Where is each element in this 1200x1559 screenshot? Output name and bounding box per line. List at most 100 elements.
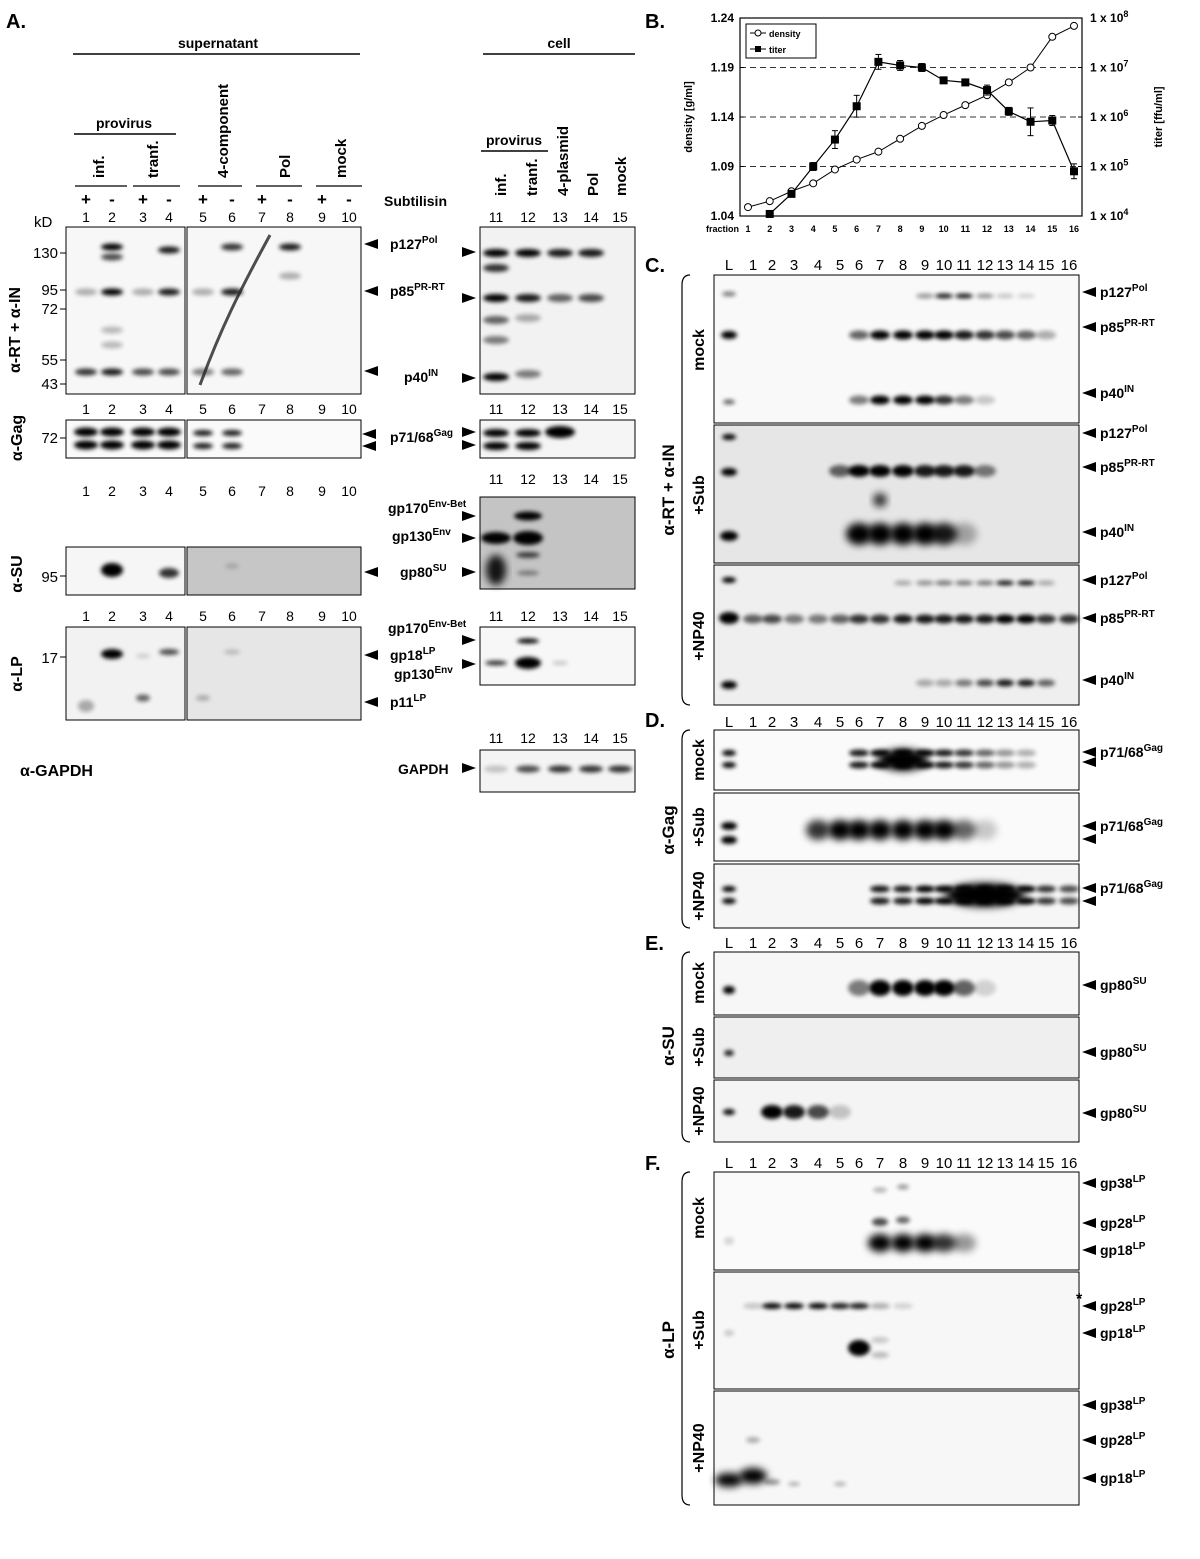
tranf-label-cell: tranf. (524, 159, 541, 197)
bands-lp (78, 638, 568, 712)
tick-x: 16 (1069, 224, 1079, 234)
rt-band (101, 253, 123, 261)
band (849, 749, 869, 757)
lane-number: 6 (228, 401, 236, 417)
band-labels-f: gp38LPgp28LPgp18LPgp28LP*gp18LPgp38LPgp2… (1076, 1174, 1146, 1486)
band-label: p85PR-RT (1100, 458, 1155, 475)
band (1016, 749, 1036, 757)
mw-su: 95 (41, 569, 58, 586)
provirus-label-super: provirus (96, 115, 152, 131)
density-point (1026, 63, 1035, 72)
gag-band (157, 427, 181, 437)
blot-f-sub (713, 1271, 1080, 1390)
band (724, 1330, 734, 1336)
rt-band (101, 243, 123, 251)
band (933, 465, 955, 477)
lane-number: 12 (520, 401, 536, 417)
lane-number: 3 (790, 714, 798, 731)
band (916, 679, 934, 687)
lane-number: 12 (520, 471, 536, 487)
lane-number: 4 (814, 257, 822, 274)
rt-band (75, 288, 97, 296)
density-point (874, 147, 883, 156)
band (996, 580, 1014, 586)
env-band-labels: gp170Env-Bet gp130Env gp80SU (364, 499, 476, 580)
titer-point (1070, 167, 1078, 176)
band (897, 1184, 909, 1190)
lane-number: 6 (228, 608, 236, 624)
density-point (830, 165, 839, 174)
band (916, 293, 934, 299)
lane-number: 16 (1061, 257, 1078, 274)
lane-number: L (725, 714, 733, 731)
titer-point (939, 76, 948, 85)
f-row-mock: mock (691, 1197, 708, 1239)
lane-number: 14 (583, 608, 599, 624)
band-label: gp28LP (1100, 1297, 1146, 1314)
subtilisin-sign: + (257, 190, 267, 209)
blot-gag-cell (479, 419, 636, 459)
subtilisin-label: Subtilisin (384, 193, 447, 209)
e-row-sub: +Sub (691, 1027, 708, 1067)
gapdh-band (608, 765, 632, 773)
density-point (917, 121, 926, 130)
band (743, 1303, 763, 1309)
band-label: gp28LP (1100, 1214, 1146, 1231)
band (722, 898, 736, 904)
lp-band (485, 660, 507, 666)
provirus-label-cell: provirus (486, 132, 542, 148)
lane-number: 15 (612, 608, 628, 624)
band (868, 820, 892, 840)
panel-a-letter: A. (6, 11, 26, 33)
mw-marker: 43 (41, 376, 58, 393)
density-point (1048, 32, 1057, 41)
band (720, 531, 738, 541)
band (891, 820, 915, 840)
band (849, 761, 869, 769)
band (976, 580, 994, 586)
gag-band (545, 426, 575, 438)
rt-band (483, 316, 509, 324)
band (722, 886, 736, 892)
lane-number: 11 (956, 1155, 972, 1172)
band (996, 679, 1014, 687)
tick-right: 1 x 106 (1090, 108, 1128, 124)
band (896, 1216, 910, 1224)
lane-number: 15 (1038, 935, 1055, 952)
band (934, 395, 954, 405)
band (933, 980, 955, 996)
rt-band (279, 243, 301, 251)
bracket-f (681, 1171, 691, 1506)
band (724, 1237, 734, 1245)
panel-c-letter: C. (645, 255, 665, 277)
gapdh-band-label: GAPDH (398, 761, 449, 777)
band (1036, 885, 1056, 893)
gapdh-band (579, 765, 603, 773)
rt-band (547, 249, 573, 257)
band (828, 820, 852, 840)
lane-number: 9 (921, 935, 929, 952)
band (1036, 897, 1056, 905)
lane-number: 13 (552, 471, 568, 487)
band (995, 614, 1015, 624)
band-label: p85PR-RT (1100, 318, 1155, 335)
c-row-mock: mock (691, 329, 708, 371)
lane-number: 1 (749, 714, 757, 731)
lp-band (136, 694, 150, 702)
lane-number: 4 (165, 209, 173, 225)
density-point (765, 197, 774, 206)
lane-number: 4 (165, 483, 173, 499)
lane-number: 15 (612, 209, 628, 225)
mw-marker: 130 (33, 245, 58, 262)
rt-band (547, 294, 573, 302)
lane-number: 14 (1018, 257, 1035, 274)
svg-text:p11LP: p11LP (390, 693, 426, 710)
svg-text:gp130Env: gp130Env (392, 527, 451, 544)
band (935, 293, 953, 299)
band (722, 750, 736, 756)
lp-band (552, 661, 568, 665)
